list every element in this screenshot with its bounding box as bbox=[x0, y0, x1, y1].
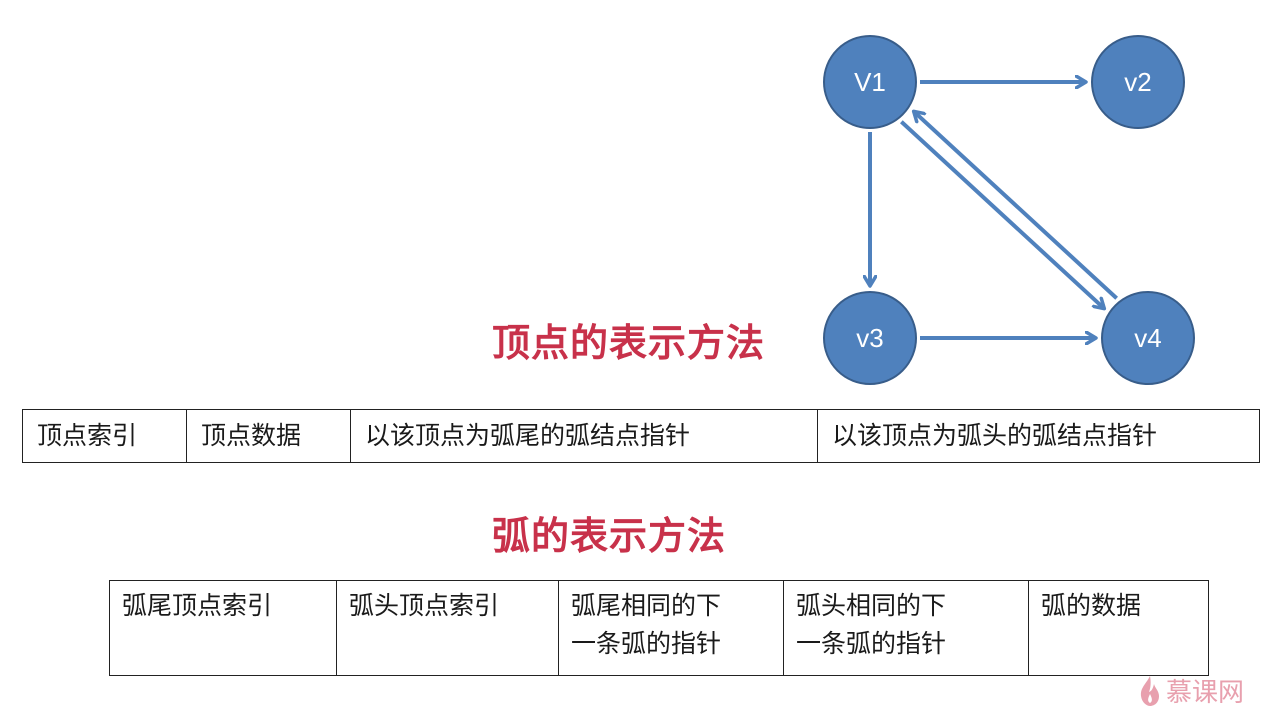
vertex-section-title: 顶点的表示方法 bbox=[492, 321, 766, 365]
vertex-field-data: 顶点数据 bbox=[186, 409, 351, 463]
node-circle bbox=[823, 291, 917, 385]
arc-section-title: 弧的表示方法 bbox=[492, 514, 727, 558]
node-v3: v3 bbox=[823, 291, 917, 385]
watermark-logo: 慕课网 bbox=[1138, 672, 1244, 709]
arc-field-same-head-next: 弧头相同的下 一条弧的指针 bbox=[783, 580, 1029, 676]
arc-field-data: 弧的数据 bbox=[1028, 580, 1209, 676]
arc-field-data-line: 弧的数据 bbox=[1041, 591, 1142, 620]
node-label: V1 bbox=[854, 67, 886, 97]
arc-field-same-head-next-line1: 弧头相同的下 bbox=[796, 591, 947, 620]
arc-field-same-head-next-line2: 一条弧的指针 bbox=[796, 629, 947, 658]
node-circle bbox=[823, 35, 917, 129]
arc-field-same-tail-next: 弧尾相同的下 一条弧的指针 bbox=[558, 580, 784, 676]
vertex-node-structure: 顶点索引 顶点数据 以该顶点为弧尾的弧结点指针 以该顶点为弧头的弧结点指针 bbox=[22, 409, 1260, 463]
vertex-field-out-arc-pointer: 以该顶点为弧尾的弧结点指针 bbox=[350, 409, 818, 463]
arc-field-same-tail-next-line2: 一条弧的指针 bbox=[571, 629, 722, 658]
arc-field-tail-index-line: 弧尾顶点索引 bbox=[122, 591, 273, 620]
vertex-field-index: 顶点索引 bbox=[22, 409, 187, 463]
node-circle bbox=[1101, 291, 1195, 385]
node-v4: v4 bbox=[1101, 291, 1195, 385]
arc-field-same-tail-next-line1: 弧尾相同的下 bbox=[571, 591, 722, 620]
node-label: v4 bbox=[1134, 323, 1161, 353]
node-v2: v2 bbox=[1091, 35, 1185, 129]
arc-structure-row: 弧尾顶点索引 弧头顶点索引 弧尾相同的下 一条弧的指针 弧头相同的下 一条弧的指… bbox=[109, 580, 1209, 676]
edge-v4-to-v1 bbox=[914, 111, 1118, 300]
node-label: v2 bbox=[1124, 67, 1151, 97]
arc-field-head-index-line: 弧头顶点索引 bbox=[349, 591, 500, 620]
vertex-structure-row: 顶点索引 顶点数据 以该顶点为弧尾的弧结点指针 以该顶点为弧头的弧结点指针 bbox=[22, 409, 1260, 463]
arc-node-structure: 弧尾顶点索引 弧头顶点索引 弧尾相同的下 一条弧的指针 弧头相同的下 一条弧的指… bbox=[109, 580, 1209, 676]
flame-icon bbox=[1140, 675, 1159, 706]
node-v1: V1 bbox=[823, 35, 917, 129]
arc-field-tail-index: 弧尾顶点索引 bbox=[109, 580, 337, 676]
node-circle bbox=[1091, 35, 1185, 129]
edge-v1-to-v4 bbox=[900, 120, 1104, 309]
vertex-field-in-arc-pointer: 以该顶点为弧头的弧结点指针 bbox=[817, 409, 1260, 463]
watermark-text: 慕课网 bbox=[1166, 678, 1245, 708]
node-label: v3 bbox=[856, 323, 883, 353]
arc-field-head-index: 弧头顶点索引 bbox=[336, 580, 559, 676]
